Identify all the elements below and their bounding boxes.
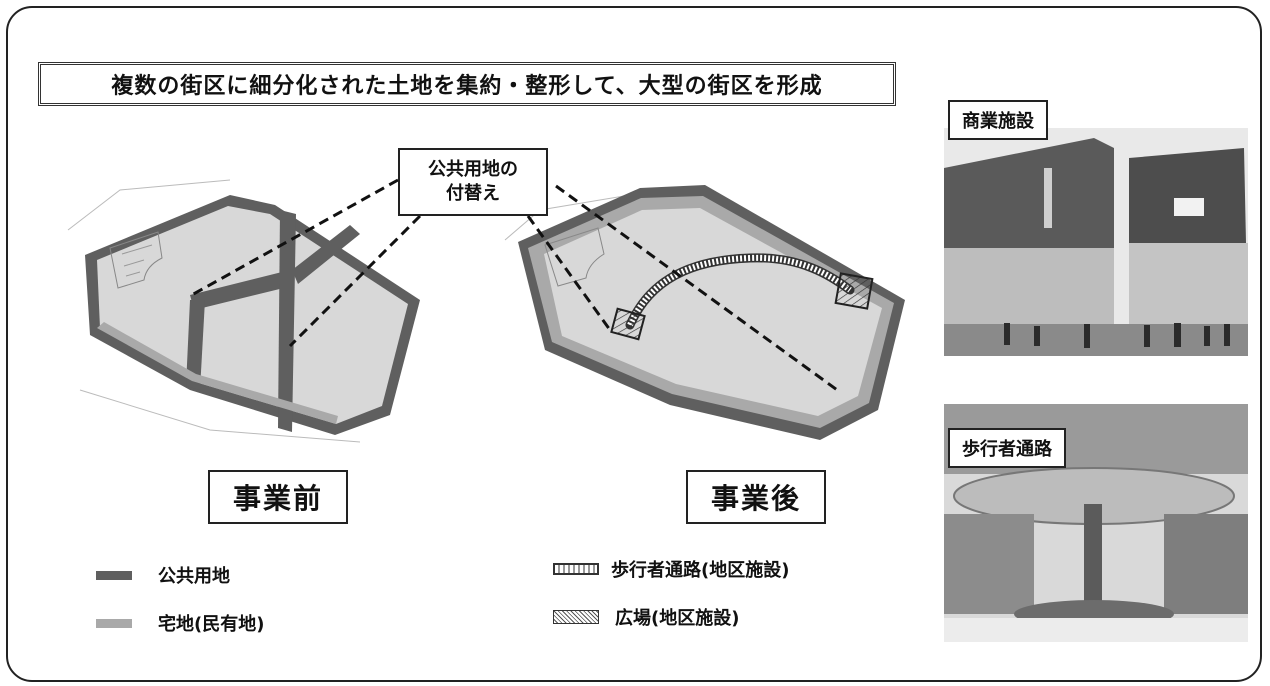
building-sign: [1174, 198, 1204, 216]
before-internal-road: [292, 225, 360, 284]
callout-line-1: 公共用地の: [428, 159, 518, 180]
callout-line: [189, 178, 399, 298]
callout-line: [555, 184, 841, 394]
before-residential-strip: [97, 322, 338, 424]
before-internal-road: [190, 270, 292, 310]
context-line: [67, 179, 231, 231]
legend-swatch-public-land: [96, 570, 132, 580]
after-plaza: [610, 307, 646, 341]
legend-plaza: 広場(地区施設): [553, 604, 739, 630]
commercial-photo-art: [944, 128, 1248, 356]
building-right-base: [1129, 243, 1248, 333]
plaza-ground: [944, 324, 1248, 356]
page-title: 複数の街区に細分化された土地を集約・整形して、大型の街区を形成: [38, 62, 896, 106]
crowd: [1004, 323, 1230, 348]
before-internal-road: [278, 210, 296, 432]
floor: [944, 618, 1248, 642]
before-internal-road: [186, 300, 205, 390]
after-label: 事業後: [686, 470, 826, 524]
parking-sketch: [109, 231, 163, 289]
callout-line: [526, 215, 612, 331]
legend-swatch-residential-land: [96, 618, 132, 628]
before-label: 事業前: [208, 470, 348, 524]
building-banner: [1044, 168, 1052, 228]
legend-public-land: 公共用地: [96, 562, 230, 588]
before-map: [67, 179, 420, 443]
storefront-left: [944, 514, 1034, 614]
callout-line: [288, 214, 422, 348]
legend-label-residential-land: 宅地(民有地): [158, 614, 265, 635]
tree-trunk: [1084, 504, 1102, 614]
photo-label-commercial: 商業施設: [948, 100, 1048, 140]
after-block-area: [544, 208, 882, 416]
legend-residential-land: 宅地(民有地): [96, 610, 264, 636]
after-plaza: [834, 272, 874, 310]
legend-pedestrian-path: 歩行者通路(地区施設): [553, 556, 789, 582]
callout-line-2: 付替え: [446, 183, 500, 204]
building-left-base: [944, 248, 1114, 328]
after-map: [504, 185, 905, 440]
callout-public-land-swap: 公共用地の 付替え: [398, 148, 548, 216]
parking-lines: [121, 244, 153, 277]
legend-label-public-land: 公共用地: [158, 566, 230, 587]
storefront-right: [1164, 514, 1248, 614]
legend-swatch-pedestrian-path: [553, 563, 599, 575]
context-line: [79, 389, 361, 443]
commercial-facility-photo: [944, 128, 1248, 356]
photo-label-pedestrian: 歩行者通路: [948, 428, 1066, 468]
outer-frame: [6, 6, 1262, 682]
after-pedestrian-path-fill: [627, 254, 852, 327]
legend-swatch-plaza: [553, 610, 599, 624]
legend-label-pedestrian-path: 歩行者通路(地区施設): [611, 560, 790, 581]
parking-sketch: [544, 227, 605, 287]
legend-label-plaza: 広場(地区施設): [615, 608, 740, 629]
